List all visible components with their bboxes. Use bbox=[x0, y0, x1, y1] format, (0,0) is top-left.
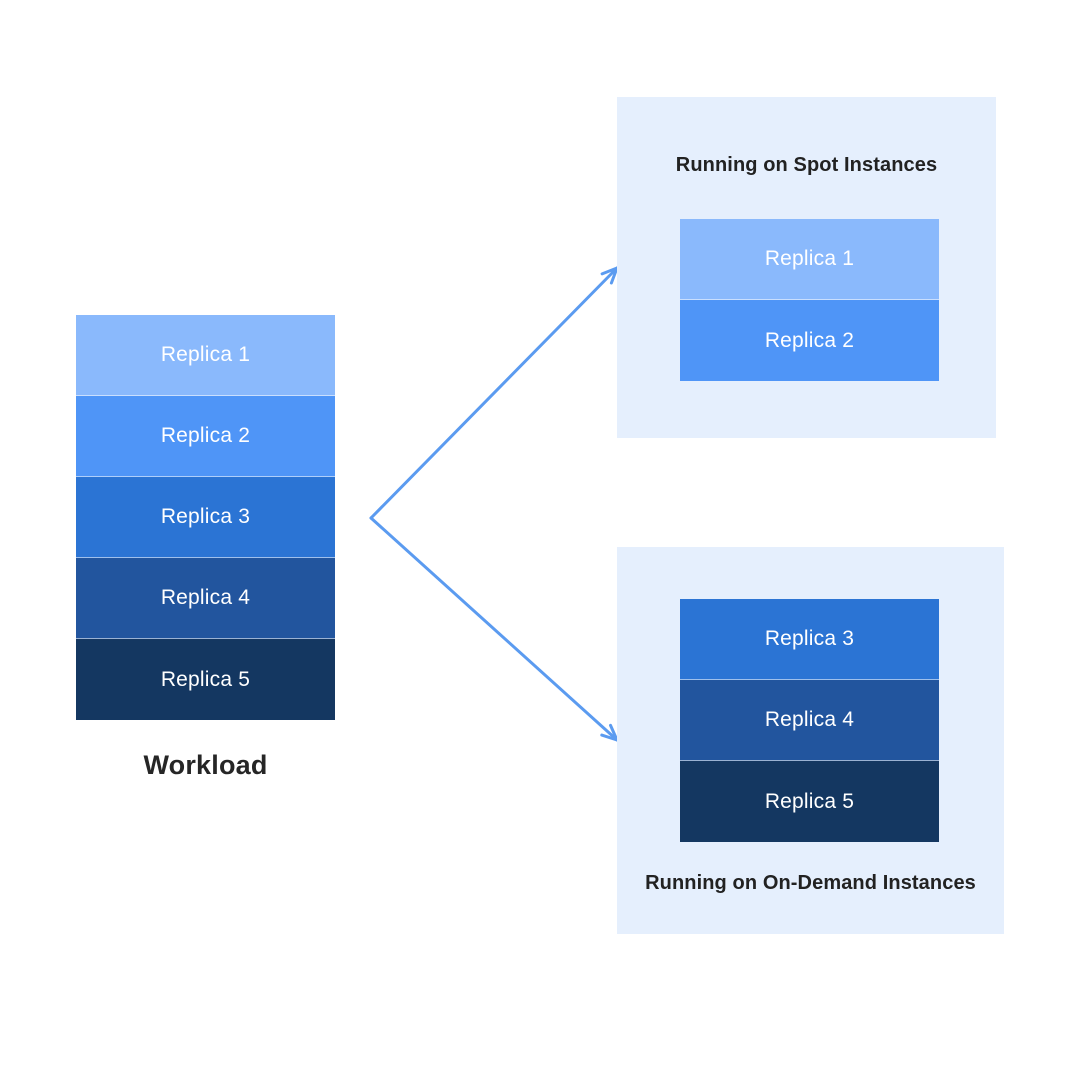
replica-label: Replica 3 bbox=[764, 627, 855, 650]
replica-label: Replica 4 bbox=[160, 586, 251, 609]
arrow-to-ondemand bbox=[369, 516, 619, 742]
replica-label: Replica 4 bbox=[764, 708, 855, 731]
replica-label: Replica 1 bbox=[160, 343, 251, 366]
replica-cell[interactable]: Replica 4 bbox=[76, 558, 335, 639]
arrow-to-spot bbox=[369, 266, 619, 520]
spot-replica-stack: Replica 1 Replica 2 bbox=[680, 219, 939, 381]
replica-cell[interactable]: Replica 3 bbox=[680, 599, 939, 680]
replica-cell[interactable]: Replica 4 bbox=[680, 680, 939, 761]
ondemand-instances-panel: Replica 3 Replica 4 Replica 5 Running on… bbox=[617, 547, 1004, 934]
replica-label: Replica 1 bbox=[764, 247, 855, 270]
replica-label: Replica 2 bbox=[764, 328, 855, 352]
arrow-to-spot-head-icon bbox=[600, 266, 619, 285]
replica-label: Replica 2 bbox=[160, 424, 251, 447]
arrow-to-ondemand-head-icon bbox=[600, 723, 619, 742]
replica-cell[interactable]: Replica 1 bbox=[680, 219, 939, 300]
replica-label: Replica 5 bbox=[764, 789, 855, 813]
replica-label: Replica 3 bbox=[160, 505, 251, 528]
spot-panel-title: Running on Spot Instances bbox=[675, 154, 938, 176]
replica-cell[interactable]: Replica 1 bbox=[76, 315, 335, 396]
workload-replica-stack: Replica 1 Replica 2 Replica 3 Replica 4 … bbox=[76, 315, 335, 720]
ondemand-panel-title: Running on On-Demand Instances bbox=[645, 872, 976, 894]
workload-caption: Workload bbox=[143, 750, 268, 780]
spot-instances-panel: Running on Spot Instances Replica 1 Repl… bbox=[617, 97, 996, 438]
replica-label: Replica 5 bbox=[160, 667, 251, 691]
replica-cell[interactable]: Replica 2 bbox=[680, 300, 939, 381]
replica-cell[interactable]: Replica 3 bbox=[76, 477, 335, 558]
replica-cell[interactable]: Replica 5 bbox=[680, 761, 939, 842]
ondemand-replica-stack: Replica 3 Replica 4 Replica 5 bbox=[680, 599, 939, 842]
replica-cell[interactable]: Replica 5 bbox=[76, 639, 335, 720]
replica-cell[interactable]: Replica 2 bbox=[76, 396, 335, 477]
workload-group: Replica 1 Replica 2 Replica 3 Replica 4 … bbox=[76, 315, 335, 720]
